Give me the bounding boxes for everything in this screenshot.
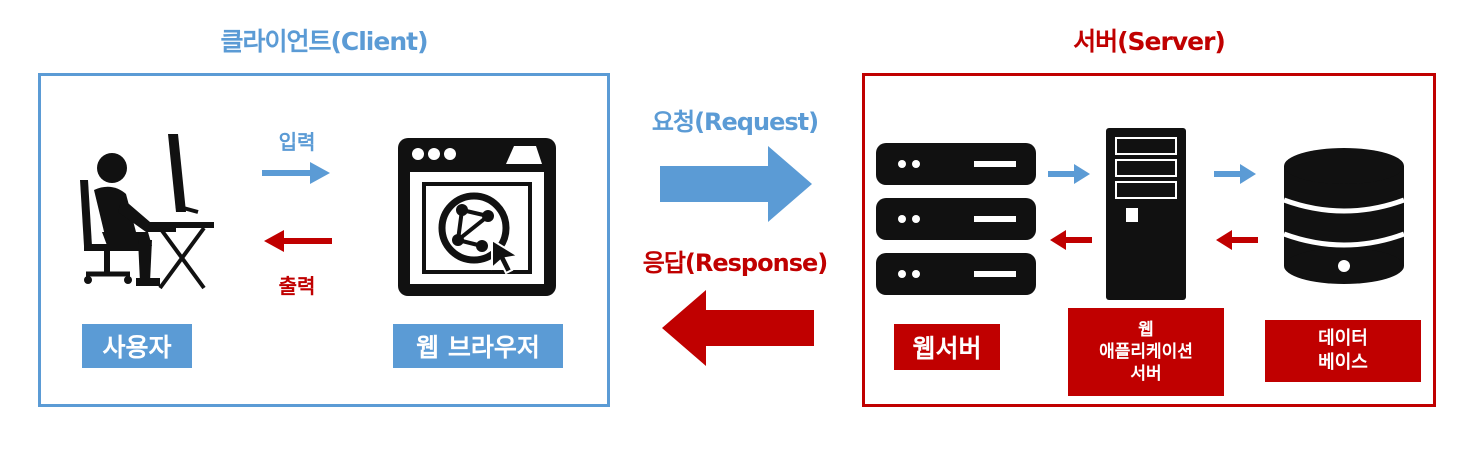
web-browser-tag: 웹 브라우저	[393, 324, 563, 368]
database-tag: 데이터 베이스	[1265, 320, 1421, 382]
was-tag-line-3: 서버	[1130, 364, 1162, 384]
input-arrow-right-icon	[262, 162, 330, 184]
server-frame	[862, 73, 1436, 407]
client-title: 클라이언트(Client)	[220, 27, 428, 56]
arrow-left-from-db-icon	[1216, 230, 1258, 250]
web-browser-icon	[398, 138, 556, 296]
input-label: 입력	[278, 130, 316, 154]
was-tag-line-2: 애플리케이션	[1099, 342, 1193, 362]
output-label: 출력	[278, 274, 316, 298]
was-tag-line-1: 웹	[1138, 320, 1154, 340]
arrow-left-from-was-icon	[1050, 230, 1092, 250]
was-tag: 웹 애플리케이션 서버	[1068, 308, 1224, 396]
user-tag: 사용자	[82, 324, 192, 368]
web-server-rack-icon	[876, 143, 1036, 295]
request-arrow-right-icon	[660, 146, 812, 222]
arrow-right-to-was-icon	[1048, 164, 1090, 184]
server-title: 서버(Server)	[1073, 27, 1226, 56]
output-arrow-left-icon	[264, 230, 332, 252]
response-arrow-left-icon	[662, 290, 814, 366]
db-tag-line-2: 베이스	[1318, 352, 1368, 373]
user-at-computer-icon	[80, 134, 214, 290]
request-label: 요청(Request)	[651, 108, 819, 136]
database-icon	[1283, 148, 1405, 284]
response-label: 응답(Response)	[642, 249, 828, 277]
web-server-tag: 웹서버	[894, 324, 1000, 370]
db-tag-line-1: 데이터	[1318, 328, 1368, 349]
client-frame	[38, 73, 610, 407]
arrow-right-to-db-icon	[1214, 164, 1256, 184]
application-server-tower-icon	[1106, 128, 1186, 300]
